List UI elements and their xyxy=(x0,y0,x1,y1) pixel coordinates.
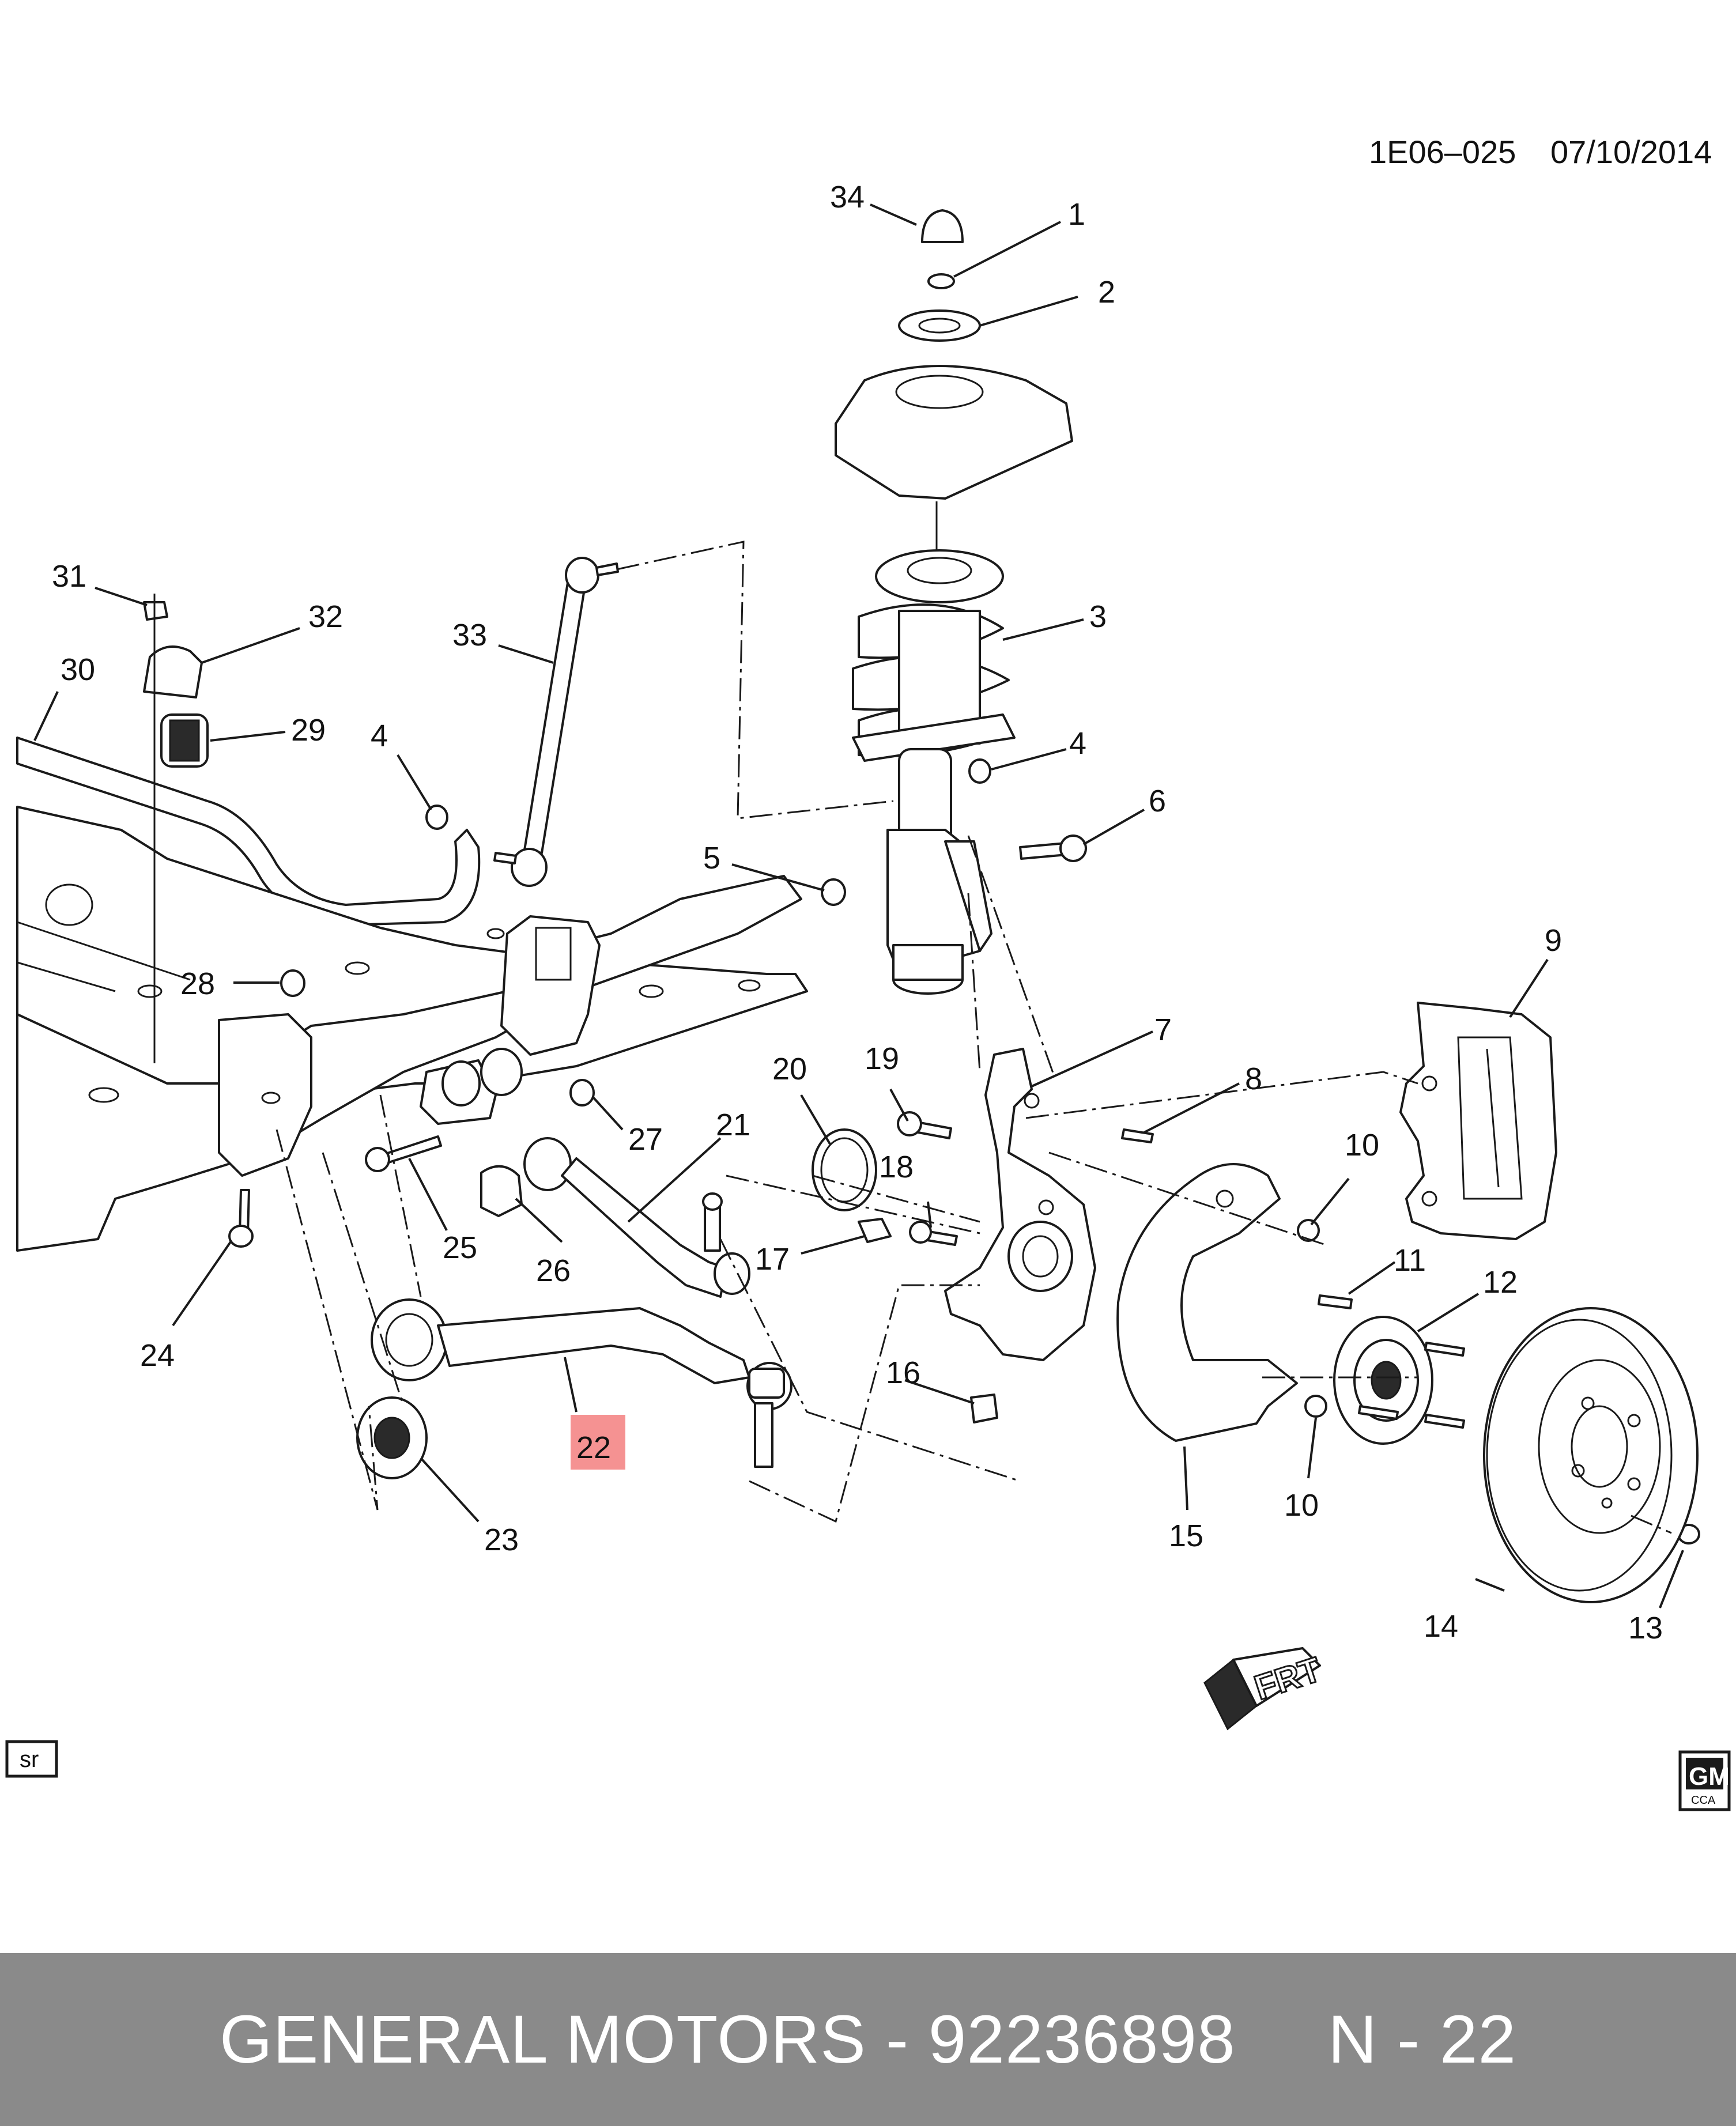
gm-logo-sub: CCA xyxy=(1691,1794,1716,1807)
callout-11: 11 xyxy=(1394,1243,1426,1278)
diagram-code: 1E06–025 xyxy=(1369,134,1516,170)
sr-badge: sr xyxy=(5,1740,58,1778)
callout-30: 30 xyxy=(61,652,95,687)
leader-lines xyxy=(33,203,1684,1608)
callout-17: 17 xyxy=(755,1242,790,1277)
callout-32: 32 xyxy=(308,599,343,634)
front-direction-indicator: FRT xyxy=(1203,1647,1326,1731)
strut-assembly xyxy=(835,209,1073,995)
callout-10-lower: 10 xyxy=(1284,1488,1319,1523)
callout-4-stab: 4 xyxy=(371,719,388,753)
gm-logo: GM CCA xyxy=(1678,1750,1731,1811)
callout-16: 16 xyxy=(886,1355,920,1390)
callout-23: 23 xyxy=(484,1523,519,1557)
crossmember-frame xyxy=(16,806,808,1252)
callout-24: 24 xyxy=(140,1338,175,1373)
callout-1: 1 xyxy=(1068,197,1085,232)
steering-knuckle xyxy=(944,1048,1096,1361)
callout-22: 22 xyxy=(576,1430,611,1465)
callout-9: 9 xyxy=(1545,923,1562,958)
footer-page: N - 22 xyxy=(1327,2002,1517,2078)
callout-15: 15 xyxy=(1169,1519,1203,1553)
lower-control-arm-22 xyxy=(356,1298,792,1479)
callout-31: 31 xyxy=(52,559,86,594)
diagram-date: 07/10/2014 xyxy=(1550,134,1712,170)
callout-29: 29 xyxy=(291,713,326,747)
callout-18: 18 xyxy=(879,1150,914,1184)
callout-6: 6 xyxy=(1149,784,1166,818)
callout-2: 2 xyxy=(1098,275,1115,309)
callout-5: 5 xyxy=(703,841,720,875)
control-arm-21 xyxy=(480,1137,750,1298)
gm-logo-mark: GM xyxy=(1689,1762,1730,1791)
brake-rotor xyxy=(1483,1307,1699,1603)
callout-13: 13 xyxy=(1628,1611,1663,1645)
callout-21: 21 xyxy=(716,1108,750,1142)
callout-7: 7 xyxy=(1154,1013,1172,1047)
splash-shield xyxy=(1116,1163,1298,1442)
callout-labels: 34 1 2 3 4 6 5 7 8 9 10 11 12 13 14 15 1… xyxy=(52,180,1663,1645)
callout-33: 33 xyxy=(452,618,487,652)
callout-3: 3 xyxy=(1089,599,1107,634)
footer-bar: GENERAL MOTORS - 92236898 N - 22 xyxy=(0,1953,1736,2126)
callout-14: 14 xyxy=(1424,1609,1458,1644)
footer-brand-part: GENERAL MOTORS - 92236898 xyxy=(219,2002,1236,2078)
sr-badge-text: sr xyxy=(20,1747,39,1772)
fasteners xyxy=(143,594,1700,1545)
callout-26: 26 xyxy=(536,1253,571,1288)
stabilizer-bar xyxy=(16,645,481,926)
assembly-lines xyxy=(276,541,1672,1534)
stabilizer-link xyxy=(493,557,619,887)
callout-10-upper: 10 xyxy=(1345,1128,1379,1162)
callout-28: 28 xyxy=(180,966,215,1001)
callout-19: 19 xyxy=(865,1041,899,1076)
brake-caliper xyxy=(1399,1002,1557,1240)
highlight-part-22 xyxy=(571,1415,625,1470)
wheel-hub xyxy=(1333,1316,1465,1445)
callout-25: 25 xyxy=(443,1230,477,1265)
callout-4-strut: 4 xyxy=(1069,726,1086,761)
callout-12: 12 xyxy=(1483,1265,1518,1300)
callout-20: 20 xyxy=(772,1052,807,1086)
callout-34: 34 xyxy=(830,180,865,214)
callout-8: 8 xyxy=(1245,1062,1262,1096)
callout-27: 27 xyxy=(628,1122,663,1157)
